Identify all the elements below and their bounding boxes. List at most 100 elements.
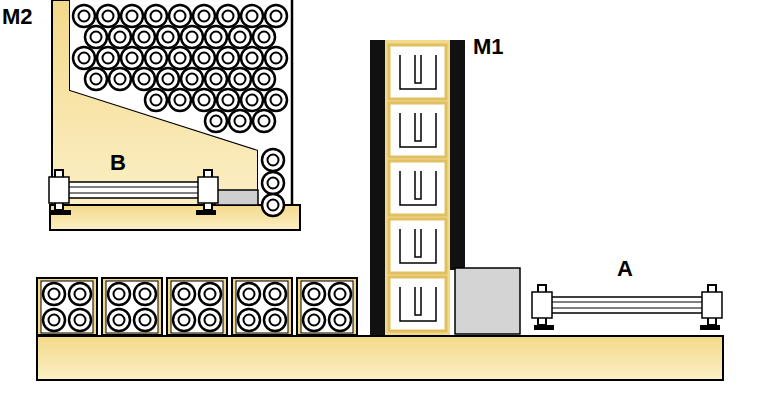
roll-ring — [217, 5, 239, 27]
roll-box — [236, 281, 288, 333]
roll-ring — [303, 309, 325, 331]
roll-core — [235, 32, 246, 43]
roll-core — [139, 74, 150, 85]
roll-core — [270, 289, 281, 300]
m1-slot — [415, 229, 421, 257]
roll-ring — [229, 26, 251, 48]
roll-core — [151, 53, 162, 64]
roll-core — [175, 11, 186, 22]
roll-core — [139, 32, 150, 43]
roll-core — [211, 32, 222, 43]
roll-ring — [205, 68, 227, 90]
roll-ring — [145, 47, 167, 69]
cylinder-a — [546, 302, 708, 303]
roll-core — [247, 95, 258, 106]
m1-slot — [415, 171, 421, 199]
roll-ring — [217, 89, 239, 111]
cylinder-a — [532, 292, 552, 318]
roll-core — [49, 289, 60, 300]
roll-core — [335, 289, 346, 300]
roll-core — [151, 95, 162, 106]
cylinder-a — [546, 297, 708, 313]
part-label: A — [617, 258, 633, 280]
roll-core — [235, 74, 246, 85]
m1-channel — [385, 40, 450, 335]
roll-core — [127, 53, 138, 64]
roll-ring — [193, 89, 215, 111]
roll-core — [244, 315, 255, 326]
roll-ring — [134, 309, 156, 331]
roll-ring — [265, 89, 287, 111]
roll-ring — [109, 68, 131, 90]
roll-ring — [199, 309, 221, 331]
roll-ring — [199, 283, 221, 305]
roll-core — [115, 32, 126, 43]
roll-ring — [97, 5, 119, 27]
roll-core — [199, 11, 210, 22]
roll-core — [244, 289, 255, 300]
part-label: B — [110, 152, 126, 174]
roll-ring — [108, 283, 130, 305]
roll-ring — [229, 110, 251, 132]
cylinder-a — [534, 325, 554, 330]
roll-core — [335, 315, 346, 326]
m1-slot — [400, 171, 436, 205]
roll-core — [247, 11, 258, 22]
roll-core — [175, 95, 186, 106]
cylinder-b — [49, 177, 69, 203]
roll-ring — [43, 309, 65, 331]
roll-ring — [73, 5, 95, 27]
roll-ring — [173, 283, 195, 305]
roll-core — [309, 289, 320, 300]
roll-ring — [241, 89, 263, 111]
roll-ring — [264, 309, 286, 331]
roll-core — [270, 315, 281, 326]
roll-core — [140, 315, 151, 326]
roll-ring — [253, 26, 275, 48]
roll-box — [297, 278, 357, 335]
roll-core — [247, 53, 258, 64]
roll-core — [199, 53, 210, 64]
roll-box — [37, 278, 97, 335]
cylinder-b — [198, 177, 218, 203]
cylinder-a — [700, 325, 720, 330]
cylinder-a — [702, 292, 722, 318]
roll-ring — [181, 68, 203, 90]
roll-core — [268, 178, 279, 189]
roll-core — [187, 74, 198, 85]
roll-core — [187, 32, 198, 43]
cylinder-b — [63, 182, 204, 198]
part-label: M2 — [2, 6, 33, 28]
roll-ring — [262, 194, 284, 216]
roll-ring — [329, 283, 351, 305]
roll-core — [151, 11, 162, 22]
roll-core — [211, 74, 222, 85]
roll-core — [179, 315, 190, 326]
roll-ring — [145, 5, 167, 27]
pusher-a — [455, 268, 520, 334]
roll-core — [271, 53, 282, 64]
roll-ring — [109, 26, 131, 48]
roll-core — [199, 95, 210, 106]
roll-box — [301, 281, 353, 333]
roll-ring — [303, 283, 325, 305]
roll-ring — [169, 47, 191, 69]
roll-ring — [73, 47, 95, 69]
roll-core — [115, 74, 126, 85]
roll-core — [163, 32, 174, 43]
roll-ring — [193, 5, 215, 27]
roll-ring — [121, 5, 143, 27]
roll-core — [235, 116, 246, 127]
roll-box — [102, 278, 162, 335]
roll-ring — [133, 68, 155, 90]
roll-core — [271, 11, 282, 22]
roll-ring — [157, 26, 179, 48]
roll-core — [91, 74, 102, 85]
roll-core — [163, 74, 174, 85]
roll-core — [259, 116, 270, 127]
m1-wall — [370, 40, 385, 335]
roll-core — [91, 32, 102, 43]
roll-core — [49, 315, 60, 326]
